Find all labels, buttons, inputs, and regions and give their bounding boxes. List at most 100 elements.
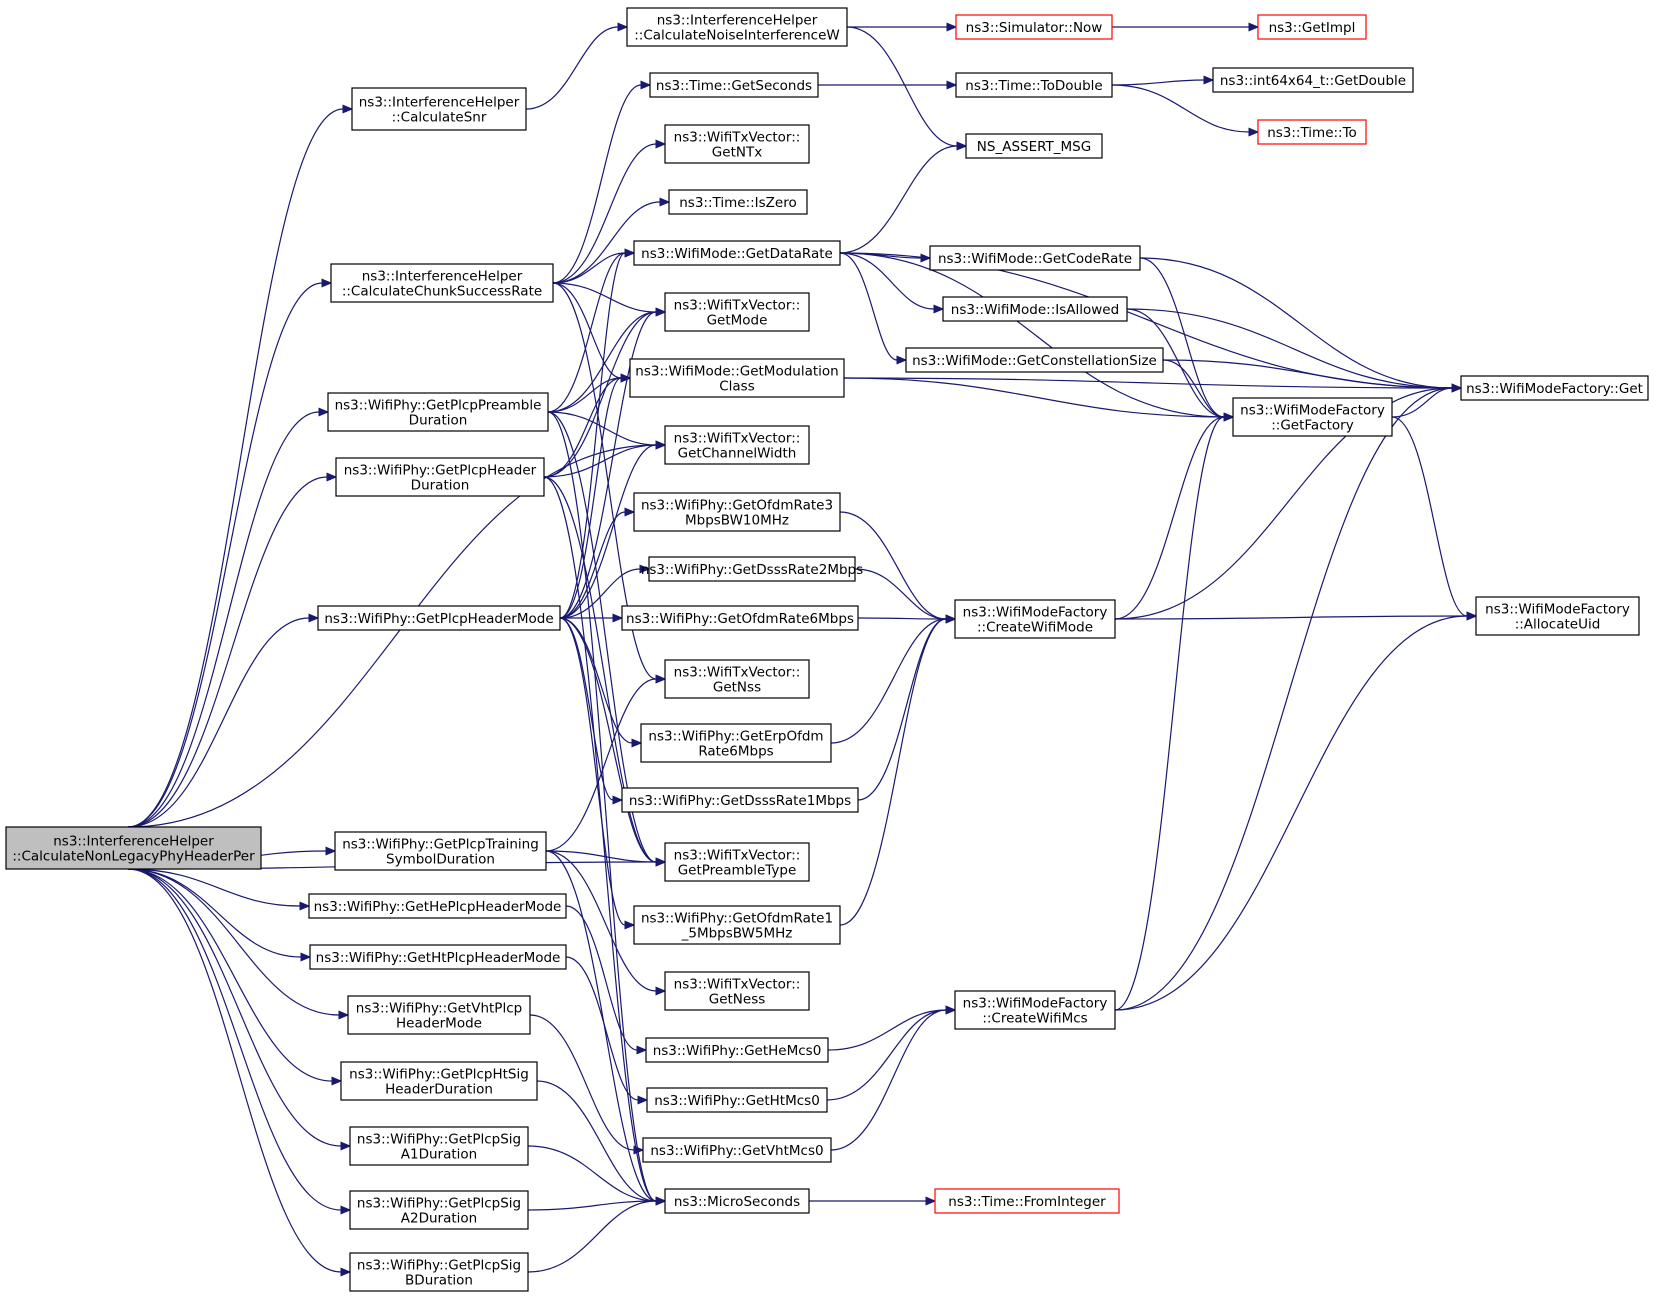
node-tto[interactable]: ns3::Time::To <box>1257 119 1367 145</box>
node-box-tfi[interactable] <box>934 1188 1120 1214</box>
node-box-micro[interactable] <box>664 1188 810 1214</box>
node-tgs[interactable]: ns3::Time::GetSeconds <box>649 72 819 98</box>
node-box-gcr[interactable] <box>929 245 1141 271</box>
node-phm[interactable]: ns3::WifiPhy::GetPlcpHeaderMode <box>317 605 561 631</box>
node-box-hephm[interactable] <box>308 893 567 919</box>
node-box-hemcs[interactable] <box>645 1037 829 1063</box>
node-htmcs[interactable]: ns3::WifiPhy::GetHtMcs0 <box>646 1087 828 1113</box>
node-box-o15[interactable] <box>633 905 841 945</box>
node-box-tto[interactable] <box>1257 119 1367 145</box>
node-box-d2[interactable] <box>648 556 856 582</box>
node-box-ccsr[interactable] <box>330 263 554 303</box>
node-cnw[interactable]: ns3::InterferenceHelper::CalculateNoiseI… <box>626 7 848 47</box>
node-box-getimpl[interactable] <box>1257 14 1367 40</box>
node-box-isal[interactable] <box>942 296 1128 322</box>
node-box-root[interactable] <box>5 826 262 870</box>
node-box-phm[interactable] <box>317 605 561 631</box>
node-htphm[interactable]: ns3::WifiPhy::GetHtPlcpHeaderMode <box>309 944 567 970</box>
node-box-ttd[interactable] <box>955 72 1113 98</box>
node-box-o3[interactable] <box>633 492 841 532</box>
node-box-ptsd[interactable] <box>334 831 547 871</box>
node-gcs[interactable]: ns3::WifiMode::GetConstellationSize <box>905 347 1164 373</box>
node-box-erp[interactable] <box>640 723 832 763</box>
node-auid[interactable]: ns3::WifiModeFactory::AllocateUid <box>1475 596 1640 636</box>
node-box-nam[interactable] <box>965 133 1103 159</box>
node-box-htphm[interactable] <box>309 944 567 970</box>
node-box-phtsig[interactable] <box>340 1061 538 1101</box>
node-ntx[interactable]: ns3::WifiTxVector::GetNTx <box>664 124 810 164</box>
node-vhtmcs[interactable]: ns3::WifiPhy::GetVhtMcs0 <box>642 1137 832 1163</box>
node-gpt[interactable]: ns3::WifiTxVector::GetPreambleType <box>664 842 810 882</box>
node-hemcs[interactable]: ns3::WifiPhy::GetHeMcs0 <box>645 1037 829 1063</box>
node-gdr[interactable]: ns3::WifiMode::GetDataRate <box>633 240 841 266</box>
node-box-auid[interactable] <box>1475 596 1640 636</box>
node-micro[interactable]: ns3::MicroSeconds <box>664 1188 810 1214</box>
node-box-gcw[interactable] <box>664 425 810 465</box>
node-box-cnw[interactable] <box>626 7 848 47</box>
node-box-gdr[interactable] <box>633 240 841 266</box>
node-gness[interactable]: ns3::WifiTxVector::GetNess <box>664 971 810 1011</box>
node-box-sa1[interactable] <box>349 1126 529 1166</box>
node-box-cwmcs[interactable] <box>954 990 1116 1030</box>
node-root[interactable]: ns3::InterferenceHelper::CalculateNonLeg… <box>5 826 262 870</box>
node-box-gpt[interactable] <box>664 842 810 882</box>
node-cwmcs[interactable]: ns3::WifiModeFactory::CreateWifiMcs <box>954 990 1116 1030</box>
node-gmode[interactable]: ns3::WifiTxVector::GetMode <box>664 292 810 332</box>
node-box-sb[interactable] <box>349 1252 529 1292</box>
node-box-cwm[interactable] <box>954 599 1116 639</box>
node-ptsd[interactable]: ns3::WifiPhy::GetPlcpTrainingSymbolDurat… <box>334 831 547 871</box>
node-box-vhtmcs[interactable] <box>642 1137 832 1163</box>
node-snow[interactable]: ns3::Simulator::Now <box>955 14 1113 40</box>
node-o6[interactable]: ns3::WifiPhy::GetOfdmRate6Mbps <box>621 605 859 631</box>
node-box-htmcs[interactable] <box>646 1087 828 1113</box>
node-box-tgs[interactable] <box>649 72 819 98</box>
node-gcr[interactable]: ns3::WifiMode::GetCodeRate <box>929 245 1141 271</box>
node-getimpl[interactable]: ns3::GetImpl <box>1257 14 1367 40</box>
node-ttd[interactable]: ns3::Time::ToDouble <box>955 72 1113 98</box>
node-o15[interactable]: ns3::WifiPhy::GetOfdmRate1_5MbpsBW5MHz <box>633 905 841 945</box>
node-nam[interactable]: NS_ASSERT_MSG <box>965 133 1103 159</box>
node-box-gfac[interactable] <box>1232 397 1393 437</box>
node-hephm[interactable]: ns3::WifiPhy::GetHePlcpHeaderMode <box>308 893 567 919</box>
node-box-i64[interactable] <box>1212 67 1414 93</box>
node-box-gmode[interactable] <box>664 292 810 332</box>
node-box-ntx[interactable] <box>664 124 810 164</box>
node-isal[interactable]: ns3::WifiMode::IsAllowed <box>942 296 1128 322</box>
node-box-wmfget[interactable] <box>1460 375 1649 401</box>
node-csnr[interactable]: ns3::InterferenceHelper::CalculateSnr <box>351 87 527 131</box>
node-box-gness[interactable] <box>664 971 810 1011</box>
node-box-d1[interactable] <box>621 787 859 813</box>
node-i64[interactable]: ns3::int64x64_t::GetDouble <box>1212 67 1414 93</box>
node-box-ppd[interactable] <box>327 392 549 432</box>
node-d2[interactable]: ns3::WifiPhy::GetDsssRate2Mbps <box>641 556 863 582</box>
node-gnss[interactable]: ns3::WifiTxVector::GetNss <box>664 659 810 699</box>
node-box-snow[interactable] <box>955 14 1113 40</box>
node-gfac[interactable]: ns3::WifiModeFactory::GetFactory <box>1232 397 1393 437</box>
node-box-csnr[interactable] <box>351 87 527 131</box>
node-box-vhtphm[interactable] <box>347 995 531 1035</box>
node-gcw[interactable]: ns3::WifiTxVector::GetChannelWidth <box>664 425 810 465</box>
node-box-phd[interactable] <box>335 457 545 497</box>
node-cwm[interactable]: ns3::WifiModeFactory::CreateWifiMode <box>954 599 1116 639</box>
node-wmfget[interactable]: ns3::WifiModeFactory::Get <box>1460 375 1649 401</box>
node-box-tiz[interactable] <box>668 189 808 215</box>
node-ccsr[interactable]: ns3::InterferenceHelper::CalculateChunkS… <box>330 263 554 303</box>
node-box-gcs[interactable] <box>905 347 1164 373</box>
node-box-sa2[interactable] <box>349 1190 529 1230</box>
node-box-gmc[interactable] <box>629 358 845 398</box>
node-tfi[interactable]: ns3::Time::FromInteger <box>934 1188 1120 1214</box>
node-d1[interactable]: ns3::WifiPhy::GetDsssRate1Mbps <box>621 787 859 813</box>
node-box-gnss[interactable] <box>664 659 810 699</box>
node-tiz[interactable]: ns3::Time::IsZero <box>668 189 808 215</box>
node-box-o6[interactable] <box>621 605 859 631</box>
